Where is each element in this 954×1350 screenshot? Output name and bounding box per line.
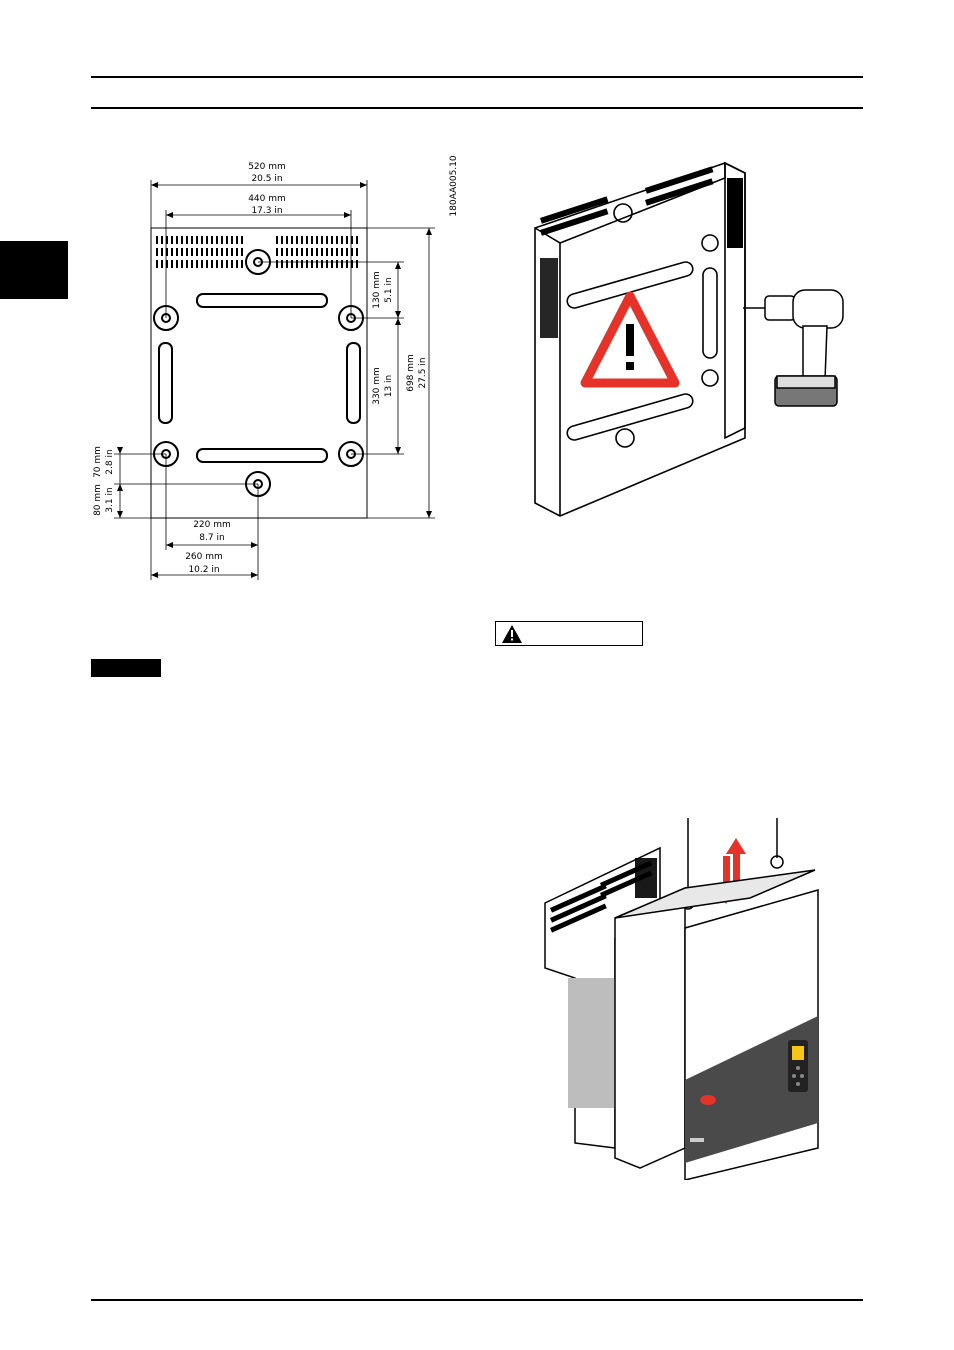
inverter-lifting-illustration [540, 818, 830, 1181]
dim-bottom-offset-in: 3.1 in [105, 487, 115, 512]
dim-width-holes-in: 17.3 in [251, 206, 282, 216]
notice-label-bar [91, 659, 161, 677]
dim-hole-spacing-in: 13 in [384, 375, 394, 398]
logo-icon [690, 1095, 716, 1142]
dim-width-total-in: 20.5 in [251, 174, 282, 184]
mounting-plate-drill-illustration [525, 158, 855, 520]
dim-lower-offset-in: 2.8 in [105, 449, 115, 474]
dim-half-holes-mm: 220 mm [193, 520, 231, 530]
figure-id: 180AA005.10 [449, 155, 459, 217]
dim-half-total-in: 10.2 in [188, 565, 219, 575]
dim-half-total-mm: 260 mm [185, 552, 223, 562]
dim-hole-spacing-mm: 330 mm [372, 367, 382, 405]
dim-lower-offset-mm: 70 mm [93, 446, 103, 478]
dim-bottom-offset-mm: 80 mm [93, 484, 103, 516]
warning-label-box [495, 621, 643, 646]
drill-icon [743, 289, 844, 407]
dim-top-offset-in: 5.1 in [384, 277, 394, 302]
dim-height-total-in: 27.5 in [418, 357, 428, 388]
chapter-tab [0, 241, 68, 299]
dim-width-holes-mm: 440 mm [248, 194, 286, 204]
header-rule-top [91, 76, 863, 78]
dim-width-total-mm: 520 mm [248, 162, 286, 172]
warning-triangle-icon [580, 291, 680, 388]
footer-rule [91, 1299, 863, 1301]
dim-top-offset-mm: 130 mm [372, 271, 382, 309]
mounting-plate-dimension-drawing: 520 mm 20.5 in 440 mm 17.3 in 130 mm 5.1… [80, 150, 470, 590]
dim-half-holes-in: 8.7 in [199, 533, 224, 543]
dim-height-total-mm: 698 mm [406, 354, 416, 392]
header-rule-bottom [91, 107, 863, 109]
warning-triangle-icon [502, 625, 522, 643]
